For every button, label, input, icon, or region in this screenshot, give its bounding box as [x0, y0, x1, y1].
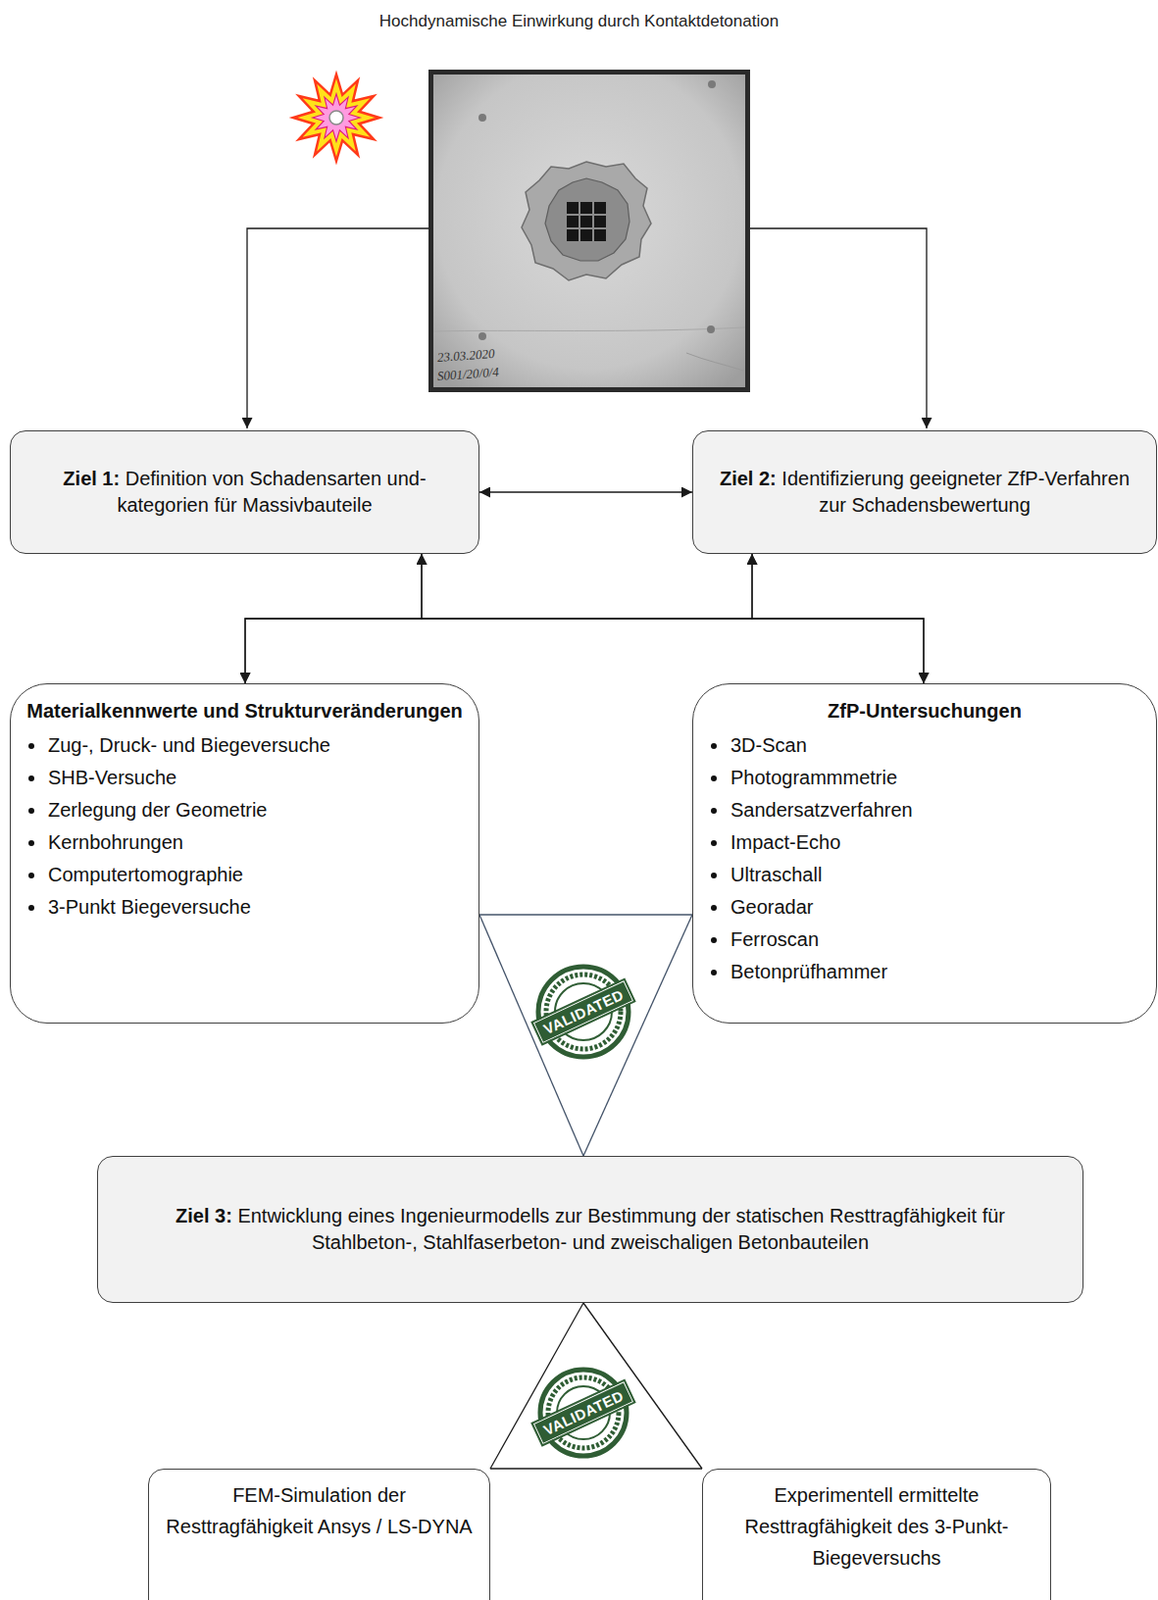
spall-crater — [521, 161, 652, 281]
explosion-core — [329, 110, 344, 125]
list-item: Zerlegung der Geometrie — [22, 794, 467, 827]
goal-box: Ziel 3:Entwicklung eines Ingenieurmodell… — [97, 1156, 1084, 1304]
list-item: 3D-Scan — [704, 729, 1145, 762]
slab-crack — [433, 327, 746, 332]
list-item: Zug-, Druck- und Biegeversuche — [22, 729, 467, 762]
diagram-title: Hochdynamische Einwirkung durch Kontaktd… — [0, 11, 1158, 32]
process-box: Experimentell ermittelte Resttragfähigke… — [702, 1468, 1052, 1600]
list-item: Betonprüfhammer — [704, 956, 1145, 989]
list-item: Kernbohrungen — [22, 826, 467, 859]
list-item: SHB-Versuche — [22, 761, 467, 795]
connector-arrow — [421, 553, 924, 684]
method-list-box: ZfP-Untersuchungen 3D-ScanPhotogrammmetri… — [692, 683, 1158, 1024]
stamp-text: VALIDATED — [533, 980, 634, 1044]
box-text: Experimentell ermittelte Resttragfähigke… — [716, 1479, 1037, 1574]
slab-photo — [428, 69, 751, 393]
goal-text: Ziel 2:Identifizierung geeigneter ZfP-Ve… — [710, 465, 1139, 519]
goal-label: Ziel 3: — [175, 1205, 233, 1227]
goal-box: Ziel 1:Definition von Schadensarten und-… — [9, 430, 480, 554]
anchor-dot — [478, 113, 487, 122]
box-text: FEM-Simulation der Resttragfähigkeit Ans… — [162, 1479, 476, 1543]
goal-description: Definition von Schadensarten und- katego… — [116, 467, 426, 516]
process-box: FEM-Simulation der Resttragfähigkeit Ans… — [148, 1468, 491, 1600]
explosion-outer — [293, 74, 380, 161]
list-item: Impact-Echo — [704, 826, 1145, 859]
goal-text: Ziel 3:Entwicklung eines Ingenieurmodell… — [149, 1203, 1032, 1257]
photo-arrow — [247, 228, 429, 429]
photo-frame — [428, 69, 751, 393]
goal-description: Identifizierung geeigneter ZfP-Verfahren… — [781, 467, 1130, 516]
list-item: Georadar — [704, 891, 1145, 924]
slab-surface — [433, 74, 746, 388]
validation-line — [479, 913, 693, 915]
handwritten-note: S001/20/0/4 — [436, 364, 500, 385]
explosion-symbol — [293, 74, 380, 161]
rebar-grid — [566, 201, 606, 242]
spall-crater-inner — [545, 178, 630, 261]
photo-arrow — [750, 228, 927, 429]
list-heading: Materialkennwerte und Strukturveränderun… — [22, 698, 467, 724]
goal-label: Ziel 1: — [62, 467, 120, 490]
anchor-dot — [706, 325, 715, 334]
list-heading: ZfP-Untersuchungen — [704, 698, 1145, 724]
anchor-dot — [707, 80, 716, 89]
list-item: Sandersatzverfahren — [704, 794, 1145, 827]
anchor-dot — [478, 332, 487, 341]
explosion-inner — [312, 94, 360, 142]
list-item: Ferroscan — [704, 923, 1145, 957]
connector-arrow — [479, 491, 693, 493]
list-item: Ultraschall — [704, 858, 1145, 892]
connector-arrow — [752, 553, 924, 684]
goal-box: Ziel 2:Identifizierung geeigneter ZfP-Ve… — [692, 430, 1158, 554]
validation-line — [490, 1467, 703, 1469]
goal-label: Ziel 2: — [719, 467, 777, 490]
list-item: Computertomographie — [22, 858, 467, 892]
method-list-box: Materialkennwerte und Strukturveränderun… — [9, 683, 480, 1024]
breach-hole — [566, 201, 606, 242]
handwritten-note: 23.03.2020 — [436, 346, 495, 366]
list-item: 3-Punkt Biegeversuche — [22, 891, 467, 924]
slab-crack — [686, 352, 744, 371]
goal-description: Entwicklung eines Ingenieurmodells zur B… — [237, 1205, 1006, 1254]
goal-text: Ziel 1:Definition von Schadensarten und-… — [53, 465, 437, 519]
stamp-text: VALIDATED — [533, 1381, 634, 1445]
list-item: Photogrammmetrie — [704, 761, 1145, 795]
